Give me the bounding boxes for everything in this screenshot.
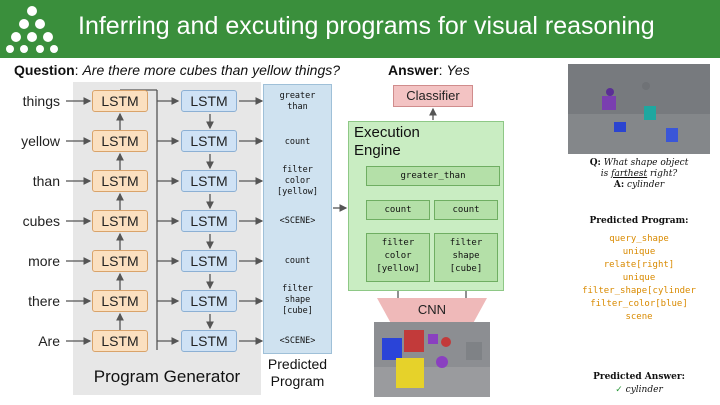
predicted-program-label: Predicted Program: [267, 356, 328, 389]
program-token: count: [284, 256, 311, 266]
example-scene-image: [568, 64, 710, 154]
program-token: <SCENE>: [279, 336, 316, 346]
decoder-lstm-cell: LSTM: [181, 90, 237, 112]
count-module: count: [366, 200, 430, 220]
count-module: count: [434, 200, 498, 220]
example-program-line: filter_shape[cylinder: [582, 286, 696, 296]
decoder-lstm-cell: LSTM: [181, 130, 237, 152]
filter-color-module: filter color [yellow]: [366, 233, 430, 282]
input-word: yellow: [21, 133, 60, 149]
triangle-dots-logo-icon: [6, 6, 58, 53]
encoder-lstm-cell: LSTM: [92, 130, 148, 152]
input-word: there: [28, 293, 60, 309]
cnn-block: CNN: [377, 298, 487, 322]
program-token: <SCENE>: [279, 216, 316, 226]
input-word: Are: [38, 333, 60, 349]
encoder-lstm-cell: LSTM: [92, 290, 148, 312]
input-word: things: [22, 93, 60, 109]
example-program-line: query_shape: [609, 234, 669, 244]
example-program-list: query_shape unique relate[right] unique …: [566, 233, 712, 324]
example-a-text: cylinder: [627, 180, 665, 190]
predicted-program-panel: [263, 84, 332, 354]
example-program-line: scene: [625, 312, 653, 322]
example-question: Q: What shape object is farthest right? …: [568, 158, 710, 191]
slide-title: Inferring and excuting programs for visu…: [78, 12, 655, 40]
example-q-line1: What shape object: [603, 158, 689, 168]
decoder-lstm-cell: LSTM: [181, 330, 237, 352]
answer-line: Answer: Yes: [388, 62, 470, 78]
encoder-lstm-cell: LSTM: [92, 250, 148, 272]
answer-value: Yes: [446, 62, 470, 78]
greater-than-module: greater_than: [366, 166, 500, 186]
example-program-line: filter_color[blue]: [590, 299, 688, 309]
question-text: Are there more cubes than yellow things?: [82, 62, 341, 78]
check-icon: ✓: [615, 385, 623, 395]
question-line: Question: Are there more cubes than yell…: [14, 62, 341, 78]
execution-engine-label: Execution Engine: [354, 124, 420, 159]
input-word: than: [32, 173, 60, 189]
program-token: greater than: [279, 91, 316, 112]
example-q-line2b: right?: [647, 169, 678, 179]
title-bar: Inferring and excuting programs for visu…: [0, 0, 720, 58]
example-predicted-answer-label: Predicted Answer:: [593, 372, 685, 382]
question-label: Question: [14, 62, 75, 78]
filter-shape-module: filter shape [cube]: [434, 233, 498, 282]
classifier-box: Classifier: [393, 85, 473, 107]
decoder-lstm-cell: LSTM: [181, 250, 237, 272]
example-predicted-answer-value: cylinder: [625, 385, 663, 395]
example-predicted-program-label: Predicted Program:: [589, 216, 689, 226]
decoder-lstm-cell: LSTM: [181, 170, 237, 192]
program-generator-label: Program Generator: [93, 367, 241, 386]
example-program-line: unique: [622, 273, 656, 283]
answer-label: Answer: [388, 62, 439, 78]
example-program-line: relate[right]: [603, 260, 675, 270]
encoder-lstm-cell: LSTM: [92, 330, 148, 352]
example-q-underlined: farthest: [611, 169, 648, 179]
program-token: filter shape [cube]: [282, 284, 313, 316]
scene-image: [374, 322, 490, 397]
input-word: more: [28, 253, 60, 269]
example-q-label: Q:: [589, 158, 601, 168]
example-program-line: unique: [622, 247, 656, 257]
example-a-label: A:: [613, 180, 625, 190]
encoder-lstm-cell: LSTM: [92, 90, 148, 112]
encoder-lstm-cell: LSTM: [92, 210, 148, 232]
encoder-lstm-cell: LSTM: [92, 170, 148, 192]
decoder-lstm-cell: LSTM: [181, 210, 237, 232]
example-predicted-answer: ✓ cylinder: [568, 385, 710, 395]
input-word: cubes: [22, 213, 60, 229]
program-token: filter color [yellow]: [277, 165, 318, 197]
program-token: count: [284, 137, 311, 147]
decoder-lstm-cell: LSTM: [181, 290, 237, 312]
example-q-line2a: is: [600, 169, 612, 179]
